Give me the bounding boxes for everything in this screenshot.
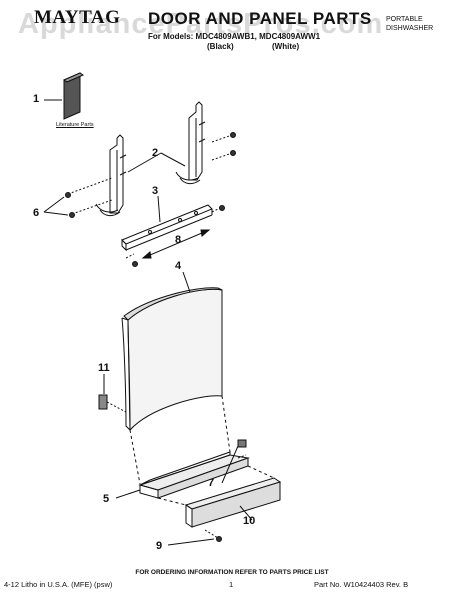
literature-parts-label: Literature Parts <box>56 122 94 128</box>
product-type: PORTABLE DISHWASHER <box>386 15 433 33</box>
callout-4: 4 <box>175 260 182 272</box>
brand-logo: MAYTAG <box>34 7 121 28</box>
callout-8: 8 <box>175 234 182 246</box>
callout-5: 5 <box>103 493 110 505</box>
leader-line-3 <box>157 195 161 223</box>
product-type-line1: PORTABLE <box>386 16 423 23</box>
literature-booklet <box>44 72 85 120</box>
hinge-screws <box>43 132 236 218</box>
door-panel <box>121 271 223 432</box>
leader-line-10 <box>239 505 253 521</box>
callout-10: 10 <box>243 515 256 527</box>
callout-3: 3 <box>152 185 159 197</box>
variant-white-label: (White) <box>272 42 300 51</box>
alignment-line-right <box>221 395 231 453</box>
callout-7: 7 <box>208 477 215 489</box>
part-number: Part No. W10424403 Rev. B <box>314 580 409 589</box>
door-hinge-channel <box>121 195 213 252</box>
leader-line-2b <box>127 152 162 173</box>
lower-kick-panel <box>184 477 282 528</box>
leader-line-8 <box>142 229 210 259</box>
leader-line-5 <box>115 489 141 499</box>
alignment-line-lower <box>247 465 275 479</box>
variant-black-label: (Black) <box>207 42 234 51</box>
leader-line-7 <box>221 445 239 484</box>
page-number: 1 <box>229 580 234 589</box>
right-door-hinge-bracket <box>175 101 206 185</box>
callout-9: 9 <box>156 540 163 552</box>
kick-panel-screw <box>167 529 222 546</box>
model-list: For Models: MDC4809AWB1, MDC4809AWW1 <box>148 32 321 41</box>
ordering-info: FOR ORDERING INFORMATION REFER TO PARTS … <box>135 569 329 576</box>
page-title: DOOR AND PANEL PARTS <box>148 9 372 28</box>
callout-6: 6 <box>33 207 40 219</box>
panel-clip <box>221 439 247 484</box>
leader-line-2a <box>160 152 186 167</box>
callout-1: 1 <box>33 93 40 105</box>
door-label-clip <box>98 374 127 413</box>
alignment-line-left <box>129 429 141 485</box>
leader-line-6b <box>43 211 69 216</box>
leader-line-4 <box>182 271 191 293</box>
left-door-hinge-bracket <box>95 134 127 217</box>
channel-screws <box>125 205 225 267</box>
leader-line-9 <box>167 538 215 546</box>
litho-info: 4-12 Litho in U.S.A. (MFE) (psw) <box>4 580 113 589</box>
alignment-line-lower-left <box>157 497 187 506</box>
callout-2: 2 <box>152 147 159 159</box>
leader-line-6a <box>43 196 65 213</box>
toe-panel <box>115 451 250 499</box>
callout-11: 11 <box>98 362 110 374</box>
product-type-line2: DISHWASHER <box>386 25 434 32</box>
